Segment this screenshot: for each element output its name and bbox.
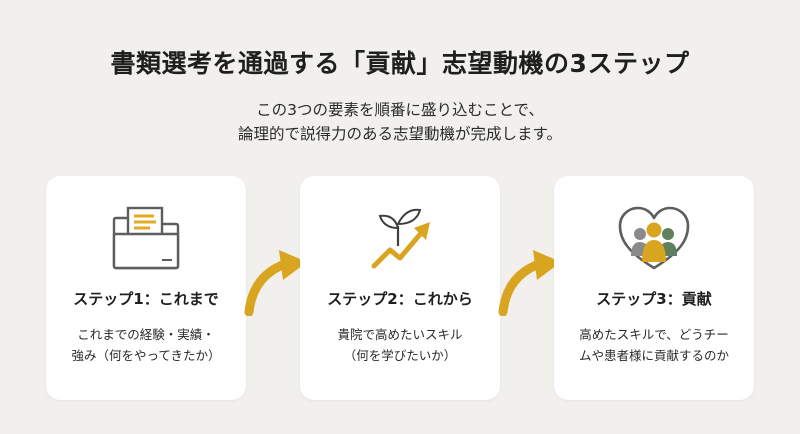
step-3-description: 高めたスキルで、どうチー ムや患者様に貢献するのか: [554, 324, 754, 366]
page-title: 書類選考を通過する「貢献」志望動機の3ステップ: [110, 49, 690, 78]
curved-arrow-icon: [498, 250, 561, 316]
page-subtitle: この3つの要素を順番に盛り込むことで、 論理的で説得力のある志望動機が完成します…: [0, 98, 800, 146]
step-2-title: ステップ2：これから: [327, 290, 473, 308]
step-2-description: 貴院で高めたいスキル （何を学びたいか）: [300, 324, 500, 366]
subtitle-line-1: この3つの要素を順番に盛り込むことで、: [256, 101, 544, 119]
step-3-desc-line-1: 高めたスキルで、どうチー: [579, 327, 729, 342]
step-2-desc-line-2: （何を学びたいか）: [343, 348, 457, 363]
folder-documents-icon: [112, 206, 180, 270]
curved-arrow-icon: [244, 250, 307, 316]
step-2-desc-line-1: 貴院で高めたいスキル: [337, 327, 463, 342]
subtitle-line-2: 論理的で説得力のある志望動機が完成します。: [238, 125, 562, 143]
step-3-desc-line-2: ムや患者様に貢献するのか: [578, 348, 729, 363]
step-1-desc-line-1: これまでの経験・実績・: [77, 327, 215, 342]
growth-sprout-arrow-icon: [371, 208, 430, 269]
step-card-1: ステップ1：これまで これまでの経験・実績・ 強み（何をやってきたか）: [46, 176, 246, 400]
step-card-3: ステップ3：貢献 高めたスキルで、どうチー ムや患者様に貢献するのか: [554, 176, 754, 400]
step-3-title: ステップ3：貢献: [596, 290, 712, 308]
step-1-title: ステップ1：これまで: [73, 290, 219, 308]
step-1-desc-line-2: 強み（何をやってきたか）: [71, 348, 221, 363]
step-card-2: ステップ2：これから 貴院で高めたいスキル （何を学びたいか）: [300, 176, 500, 400]
heart-people-icon: [618, 206, 690, 270]
step-1-description: これまでの経験・実績・ 強み（何をやってきたか）: [46, 324, 246, 366]
